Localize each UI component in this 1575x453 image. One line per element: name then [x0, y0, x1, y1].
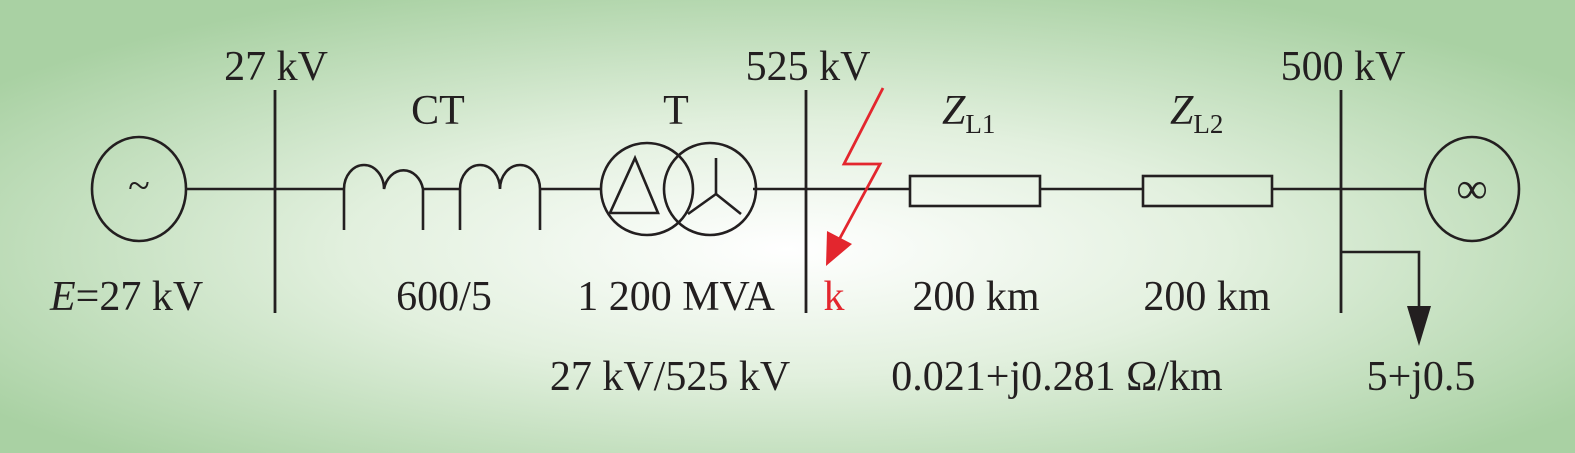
sine-wave-icon: ~	[128, 163, 150, 208]
current-transformer	[342, 163, 542, 230]
line1-label-sub: L1	[965, 109, 995, 139]
line2-impedance	[1141, 174, 1274, 208]
generator-bus-voltage: 27 kV	[224, 44, 328, 90]
line1-label: ZL1	[942, 88, 995, 139]
transformer	[599, 141, 758, 237]
transformer-label: T	[663, 88, 689, 134]
fault-label: k	[824, 274, 845, 320]
transformer-rating: 1 200 MVA	[577, 274, 775, 320]
line1-impedance	[908, 174, 1042, 208]
line1-length: 200 km	[912, 274, 1040, 320]
delta-winding-icon	[607, 154, 660, 215]
line1-label-main: Z	[942, 88, 966, 134]
line2-label: ZL2	[1170, 88, 1223, 139]
lightning-arrow-icon	[826, 87, 885, 266]
hv-bus-voltage: 525 kV	[746, 44, 871, 90]
emf-value: =27 kV	[76, 274, 204, 320]
line2-label-sub: L2	[1193, 109, 1223, 139]
line2-length: 200 km	[1143, 274, 1271, 320]
generator: ~	[90, 135, 188, 243]
emf-variable: E	[49, 274, 76, 320]
load-value: 5+j0.5	[1367, 354, 1476, 400]
wye-winding-icon	[687, 158, 742, 216]
ct-label: CT	[411, 88, 465, 134]
load-arrow-icon	[1341, 250, 1431, 346]
generator-emf-label: E=27 kV	[49, 274, 203, 320]
transformer-voltage-ratio: 27 kV/525 kV	[550, 354, 790, 400]
line-impedance-per-km: 0.021+j0.281 Ω/km	[891, 354, 1223, 400]
ct-ratio: 600/5	[396, 274, 492, 320]
infinite-source: ∞	[1423, 135, 1521, 243]
infinite-bus-voltage: 500 kV	[1281, 44, 1406, 90]
infinity-icon: ∞	[1456, 164, 1487, 213]
line2-label-main: Z	[1170, 88, 1194, 134]
